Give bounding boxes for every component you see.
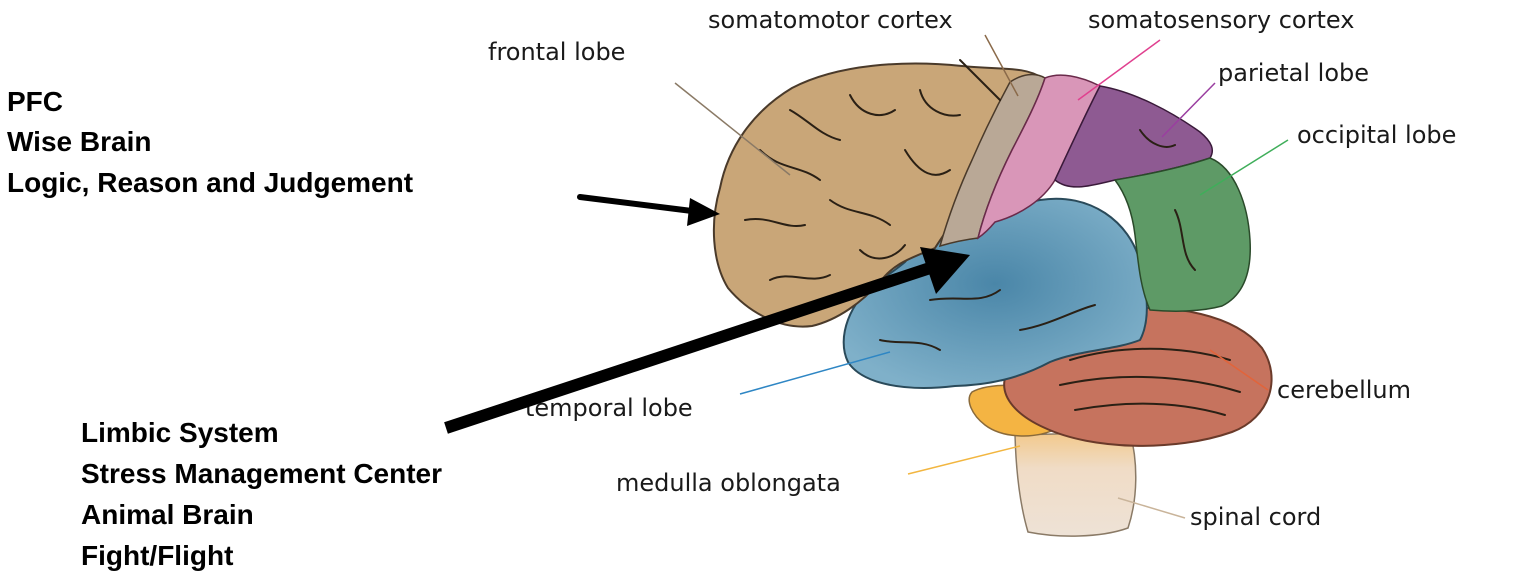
medulla-oblongata-leader (908, 446, 1020, 474)
limbic-annotation-line-3: Animal Brain (81, 501, 254, 529)
cerebellum-label: cerebellum (1277, 376, 1411, 404)
somatomotor-cortex-label: somatomotor cortex (708, 6, 953, 34)
limbic-annotation-line-1: Limbic System (81, 419, 279, 447)
limbic-annotation-line-2: Stress Management Center (81, 460, 442, 488)
limbic-annotation-line-4: Fight/Flight (81, 542, 233, 570)
pfc-annotation-line-1: PFC (7, 88, 63, 116)
spinal-cord-label: spinal cord (1190, 503, 1321, 531)
pfc-annotation-line-3: Logic, Reason and Judgement (7, 169, 413, 197)
spinal-cord-region (1015, 432, 1136, 536)
pfc-annotation-line-2: Wise Brain (7, 128, 151, 156)
pfc-arrow (580, 197, 720, 226)
occipital-lobe-label: occipital lobe (1297, 121, 1456, 149)
medulla-oblongata-label: medulla oblongata (616, 469, 841, 497)
frontal-lobe-label: frontal lobe (488, 38, 625, 66)
somatosensory-cortex-label: somatosensory cortex (1088, 6, 1354, 34)
parietal-lobe-label: parietal lobe (1218, 59, 1369, 87)
